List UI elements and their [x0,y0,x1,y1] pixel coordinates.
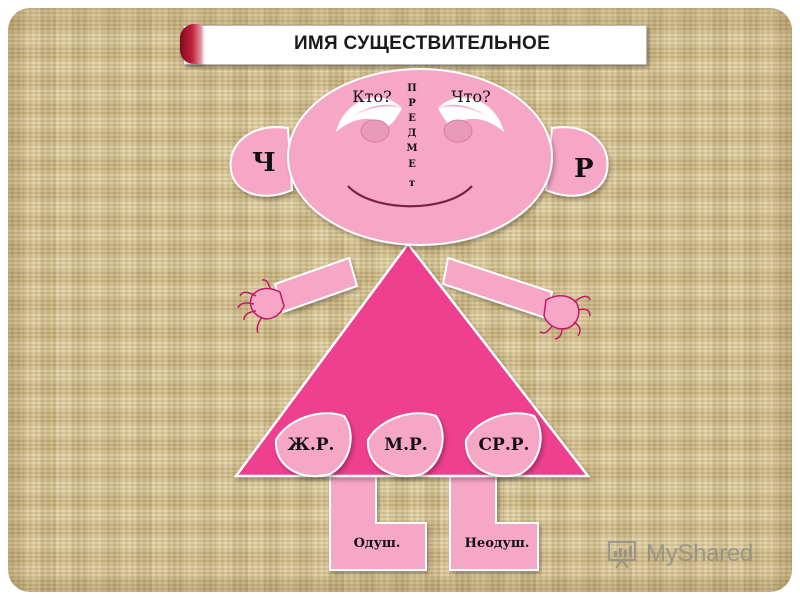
word-letter: П [407,83,416,94]
right-eye-white [438,97,504,132]
left-ear [229,126,294,197]
left-hand [237,279,285,334]
question-who: Кто? [352,87,391,106]
presentation-board-icon [607,540,637,569]
pocket-feminine [274,412,352,478]
right-ear-label: Р [574,154,594,184]
word-letter: М [406,143,417,154]
word-letter: Е [408,159,416,170]
word-letter: т [409,178,415,189]
smile [347,185,473,208]
right-ear [544,126,609,197]
watermark: MyShared [606,538,753,570]
word-letter: Е [408,113,416,124]
right-hand [539,295,591,340]
left-eye-pupil [360,119,390,143]
masculine-label: М.Р. [384,435,427,455]
word-letter: Д [408,128,417,139]
head [287,68,553,246]
title-accent-cap [180,24,202,64]
pocket-neuter [464,412,542,478]
right-eye-pupil [443,119,473,143]
left-ear-label: Ч [252,148,276,178]
right-leg [449,475,539,571]
slide-title: ИМЯ СУЩЕСТВИТЕЛЬНОЕ [293,33,551,54]
title-bar [183,25,647,65]
animate-label: Одуш. [354,536,401,551]
inanimate-label: Неодуш. [465,536,530,551]
feminine-label: Ж.Р. [288,435,335,455]
question-what: Что? [451,87,490,106]
left-leg [329,475,427,571]
watermark-text: MyShared [646,540,753,567]
neuter-label: СР.Р. [479,435,530,455]
pocket-masculine [366,412,444,478]
left-eye-white [336,97,402,132]
right-eye-lid [438,106,504,132]
left-eye-lid [336,106,402,132]
vertical-word-predmet: П Р Е Д М Е т [406,83,417,189]
left-arm [273,256,359,314]
word-letter: Р [408,98,416,109]
